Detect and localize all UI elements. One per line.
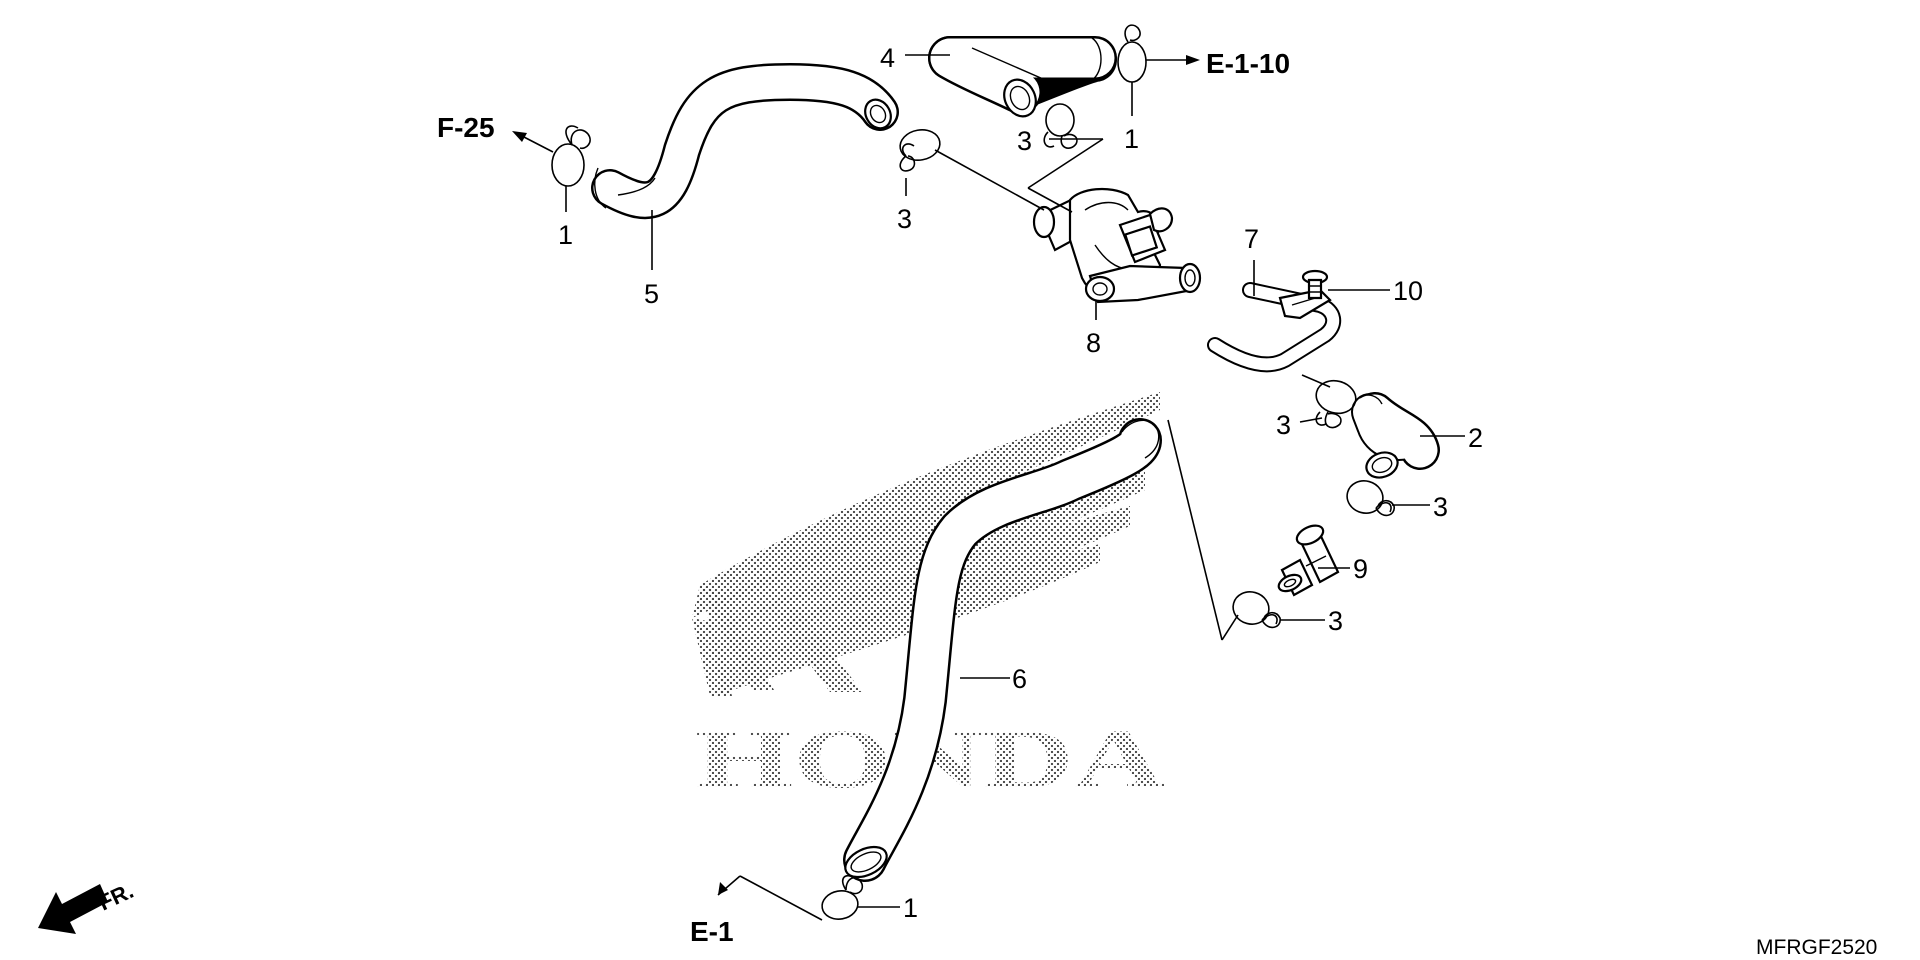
hose-part-5 bbox=[591, 63, 899, 220]
clamp-3-upper-left bbox=[899, 129, 941, 172]
pipe-part-7 bbox=[1207, 282, 1342, 373]
front-direction-label: FR. bbox=[95, 878, 138, 916]
hose-part-6 bbox=[843, 418, 1162, 882]
clamp-3-right-middle bbox=[1346, 480, 1395, 517]
ref-label-e1: E-1 bbox=[690, 916, 734, 947]
clamp-3-right-lower bbox=[1232, 591, 1281, 629]
callout-1-left: 1 bbox=[558, 220, 573, 250]
valve-part-8 bbox=[1032, 187, 1202, 304]
callout-8: 8 bbox=[1086, 328, 1101, 358]
callout-5: 5 bbox=[644, 279, 659, 309]
callout-9: 9 bbox=[1353, 554, 1368, 584]
callout-3-top: 3 bbox=[1017, 126, 1032, 156]
clamp-1-left bbox=[551, 125, 591, 187]
ref-label-e110: E-1-10 bbox=[1206, 48, 1290, 79]
callout-3-right-upper: 3 bbox=[1276, 410, 1291, 440]
elbow-part-2 bbox=[1351, 392, 1440, 479]
leader-lines bbox=[565, 54, 1465, 921]
ref-label-f25: F-25 bbox=[437, 112, 495, 143]
reference-labels: F-25 E-1-10 E-1 FR. MFRGF2520 bbox=[95, 48, 1878, 959]
callout-3-upper-left: 3 bbox=[897, 204, 912, 234]
callout-10: 10 bbox=[1393, 276, 1423, 306]
callout-numbers: 1 5 3 4 1 3 8 7 10 3 2 3 9 3 6 1 bbox=[558, 43, 1483, 923]
clamp-1-bottom bbox=[821, 874, 864, 920]
reference-arrows bbox=[512, 55, 1200, 895]
callout-3-right-lower: 3 bbox=[1328, 606, 1343, 636]
callout-3-right-middle: 3 bbox=[1433, 492, 1448, 522]
callout-1-top: 1 bbox=[1124, 124, 1139, 154]
callout-7: 7 bbox=[1244, 224, 1259, 254]
front-direction-arrow bbox=[38, 884, 108, 934]
joint-part-9 bbox=[1277, 524, 1340, 597]
callout-6: 6 bbox=[1012, 664, 1027, 694]
bolt-part-10 bbox=[1301, 269, 1329, 300]
callout-4: 4 bbox=[880, 43, 895, 73]
clamp-1-top bbox=[1117, 24, 1147, 83]
hose-part-4 bbox=[928, 36, 1117, 118]
callout-2: 2 bbox=[1468, 423, 1483, 453]
diagram-code: MFRGF2520 bbox=[1756, 936, 1877, 959]
clamp-3-top bbox=[1043, 103, 1078, 149]
clamp-3-right-upper bbox=[1315, 379, 1357, 429]
callout-1-bottom: 1 bbox=[903, 893, 918, 923]
